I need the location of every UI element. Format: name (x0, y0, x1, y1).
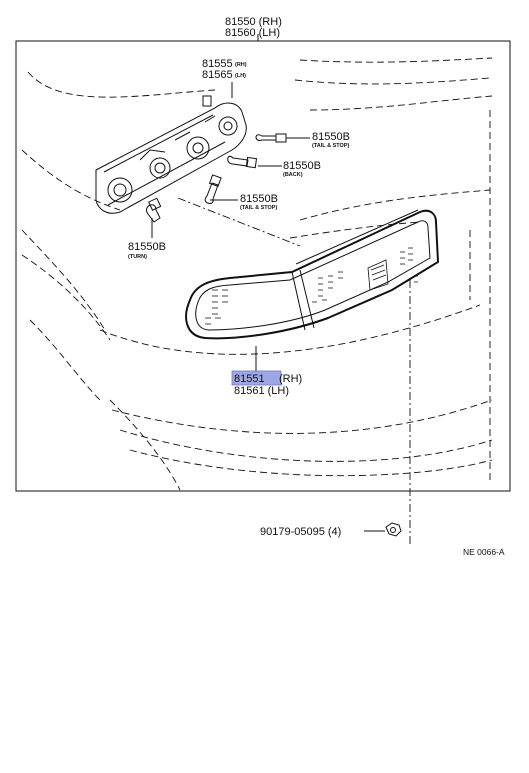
diagram-frame (15, 40, 511, 492)
label-socket-rh-sub: (RH) (235, 62, 247, 68)
car-body-outline (21, 57, 493, 491)
label-top-rh: 81550 (RH) (225, 16, 282, 28)
label-socket-lh: 81565 (202, 69, 233, 81)
label-nut: 90179-05095 (4) (260, 526, 341, 538)
label-bulb-tail-stop-lower: 81550B (240, 193, 278, 205)
nut-icon (364, 522, 402, 537)
label-bulb-tail-stop-lower-sub: (TAIL & STOP) (240, 205, 277, 211)
bulb-tail-stop-lower (204, 174, 238, 204)
label-bulb-turn: 81550B (128, 241, 166, 253)
tail-lamp-lens (185, 209, 440, 340)
assembly-line (177, 197, 301, 247)
label-top-lh: 81560 (LH) (225, 27, 280, 39)
bulb-turn (146, 197, 162, 238)
label-bulb-tail-stop-upper: 81550B (312, 131, 350, 143)
label-lens-lh: 81561 (LH) (234, 385, 289, 397)
bulb-tail-stop-upper (255, 133, 310, 143)
label-lens-rh-number[interactable]: 81551 (234, 373, 265, 385)
part-highlight (231, 370, 282, 386)
label-lens-rh-suffix: (RH) (279, 373, 302, 385)
label-bulb-tail-stop-upper-sub: (TAIL & STOP) (312, 143, 349, 149)
socket-housing (95, 95, 247, 214)
label-bulb-turn-sub: (TURN) (128, 254, 147, 260)
figure-code: NE 0066-A (463, 547, 505, 557)
label-socket-lh-sub: (LH) (235, 73, 246, 79)
label-bulb-back-sub: (BACK) (283, 172, 303, 178)
bulb-back (227, 155, 282, 169)
label-bulb-back: 81550B (283, 160, 321, 172)
label-socket-rh: 81555 (202, 58, 233, 70)
